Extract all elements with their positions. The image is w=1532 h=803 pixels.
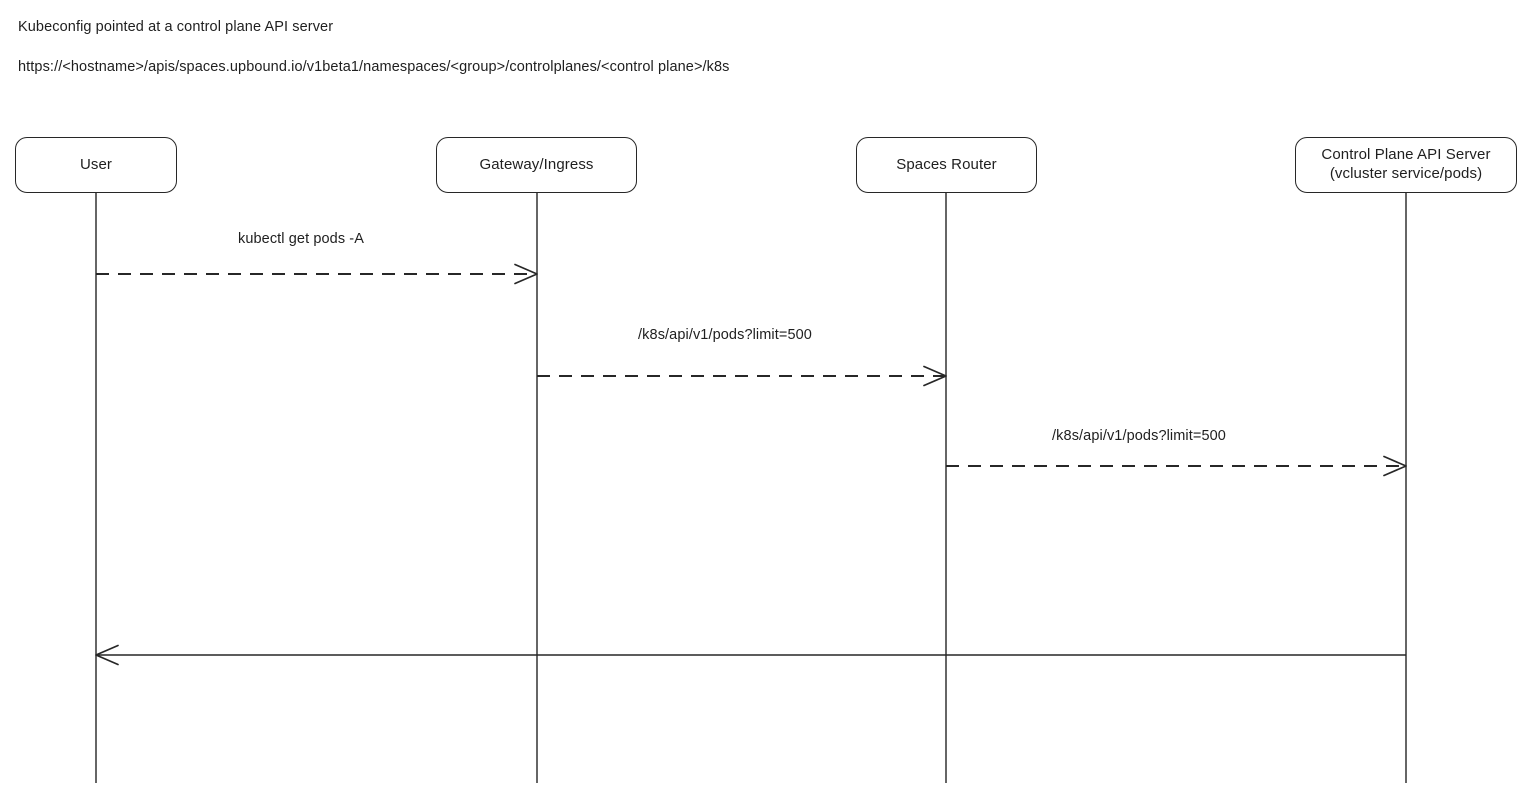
participant-box-gateway[interactable]: Gateway/Ingress (436, 137, 637, 193)
message-arrowhead-m1 (514, 263, 538, 285)
message-label-m1: kubectl get pods -A (237, 231, 365, 247)
message-arrowhead-m4 (95, 644, 119, 666)
message-m1 (96, 263, 538, 285)
message-m4 (95, 644, 1406, 666)
participant-label-router: Spaces Router (896, 155, 997, 173)
participant-box-user[interactable]: User (15, 137, 177, 193)
kubeconfig-note-url: https://<hostname>/apis/spaces.upbound.i… (18, 59, 730, 75)
participant-label-gateway: Gateway/Ingress (479, 155, 594, 173)
message-label-m2: /k8s/api/v1/pods?limit=500 (638, 327, 812, 343)
message-m2 (537, 365, 947, 387)
kubeconfig-note-title: Kubeconfig pointed at a control plane AP… (18, 19, 334, 35)
message-arrowhead-m2 (923, 365, 947, 387)
participant-label-apiserver: Control Plane API Server (vcluster servi… (1321, 146, 1491, 182)
participant-box-router[interactable]: Spaces Router (856, 137, 1037, 193)
message-label-m3: /k8s/api/v1/pods?limit=500 (1052, 428, 1226, 444)
participant-label-user: User (79, 155, 113, 173)
message-m3 (946, 455, 1407, 477)
message-arrowhead-m3 (1383, 455, 1407, 477)
participant-box-apiserver[interactable]: Control Plane API Server (vcluster servi… (1295, 137, 1517, 193)
